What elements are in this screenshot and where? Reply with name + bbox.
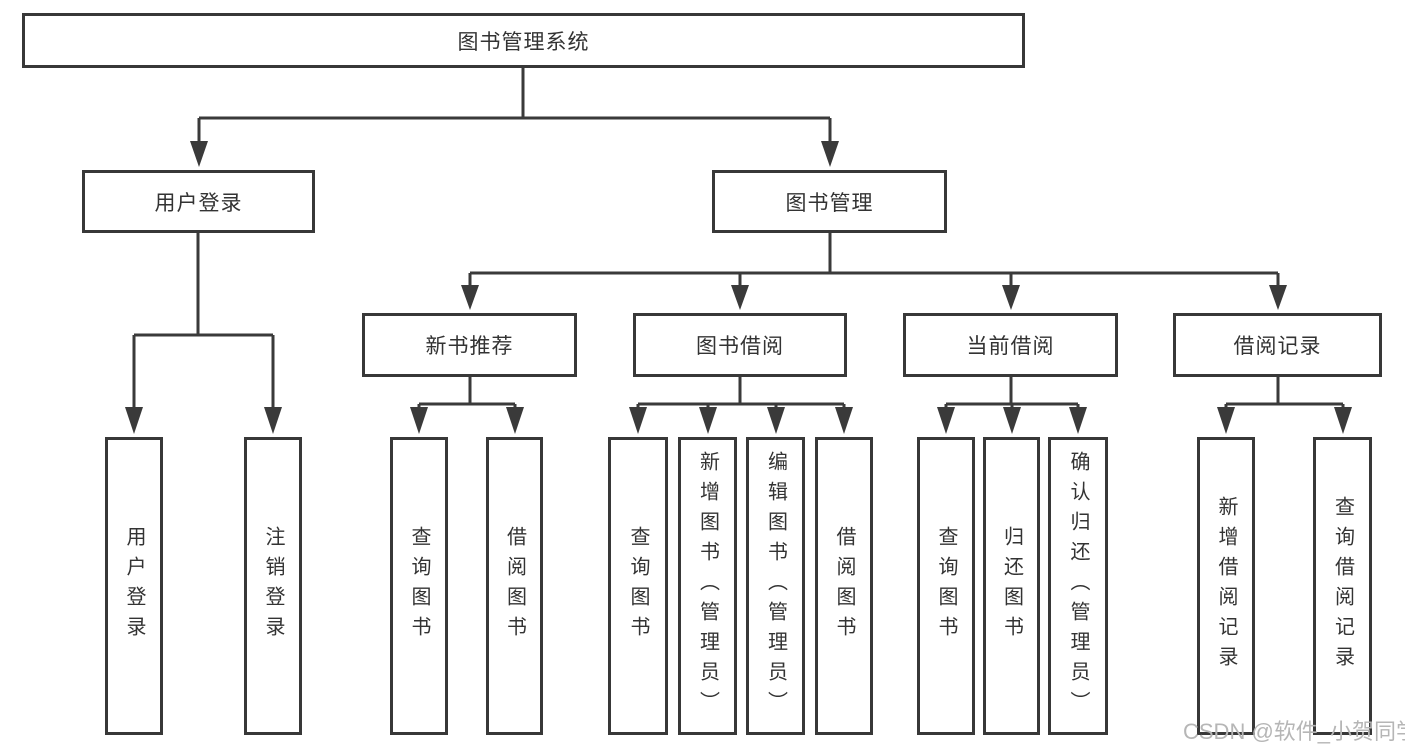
- node-borrow-records-label: 借阅记录: [1233, 335, 1322, 358]
- leaf-query-books-recommend-label: 查询图书: [408, 526, 430, 646]
- node-current-borrow-label: 当前借阅: [966, 335, 1055, 358]
- node-new-book-recommend-label: 新书推荐: [425, 335, 514, 358]
- node-root: 图书管理系统: [22, 13, 1025, 68]
- leaf-borrow-books-borrow: 借阅图书: [815, 437, 873, 735]
- node-book-management-label: 图书管理: [785, 191, 874, 215]
- leaf-query-books-borrow-label: 查询图书: [627, 526, 649, 646]
- leaf-user-login: 用户登录: [105, 437, 163, 735]
- leaf-return-books: 归还图书: [983, 437, 1040, 735]
- leaf-add-book-admin-label: 新增图书（管理员）: [696, 451, 719, 721]
- leaf-query-borrow-record-label: 查询借阅记录: [1331, 496, 1354, 676]
- node-book-borrow: 图书借阅: [633, 313, 847, 377]
- leaf-return-books-label: 归还图书: [1000, 526, 1023, 646]
- leaf-add-borrow-record-label: 新增借阅记录: [1215, 496, 1237, 676]
- leaf-add-book-admin: 新增图书（管理员）: [678, 437, 737, 735]
- leaf-logout-label: 注销登录: [262, 526, 284, 646]
- node-book-management: 图书管理: [712, 170, 947, 233]
- leaf-query-borrow-record: 查询借阅记录: [1313, 437, 1372, 735]
- node-borrow-records: 借阅记录: [1173, 313, 1382, 377]
- leaf-query-books-current-label: 查询图书: [935, 526, 957, 646]
- leaf-query-books-borrow: 查询图书: [608, 437, 668, 735]
- node-new-book-recommend: 新书推荐: [362, 313, 577, 377]
- leaf-edit-book-admin: 编辑图书（管理员）: [746, 437, 805, 735]
- leaf-borrow-books-borrow-label: 借阅图书: [833, 526, 855, 646]
- node-user-login-label: 用户登录: [154, 191, 243, 215]
- leaf-logout: 注销登录: [244, 437, 302, 735]
- leaf-confirm-return-admin-label: 确认归还（管理员）: [1067, 451, 1089, 721]
- node-book-borrow-label: 图书借阅: [696, 335, 784, 358]
- leaf-edit-book-admin-label: 编辑图书（管理员）: [764, 451, 787, 721]
- watermark: CSDN @软件_小贺同学: [1183, 719, 1405, 744]
- node-root-label: 图书管理系统: [457, 30, 590, 54]
- leaf-query-books-recommend: 查询图书: [390, 437, 448, 735]
- leaf-user-login-label: 用户登录: [123, 526, 145, 646]
- leaf-borrow-books-recommend: 借阅图书: [486, 437, 543, 735]
- leaf-borrow-books-recommend-label: 借阅图书: [503, 526, 526, 646]
- node-user-login: 用户登录: [82, 170, 315, 233]
- leaf-add-borrow-record: 新增借阅记录: [1197, 437, 1255, 735]
- leaf-query-books-current: 查询图书: [917, 437, 975, 735]
- leaf-confirm-return-admin: 确认归还（管理员）: [1048, 437, 1108, 735]
- node-current-borrow: 当前借阅: [903, 313, 1118, 377]
